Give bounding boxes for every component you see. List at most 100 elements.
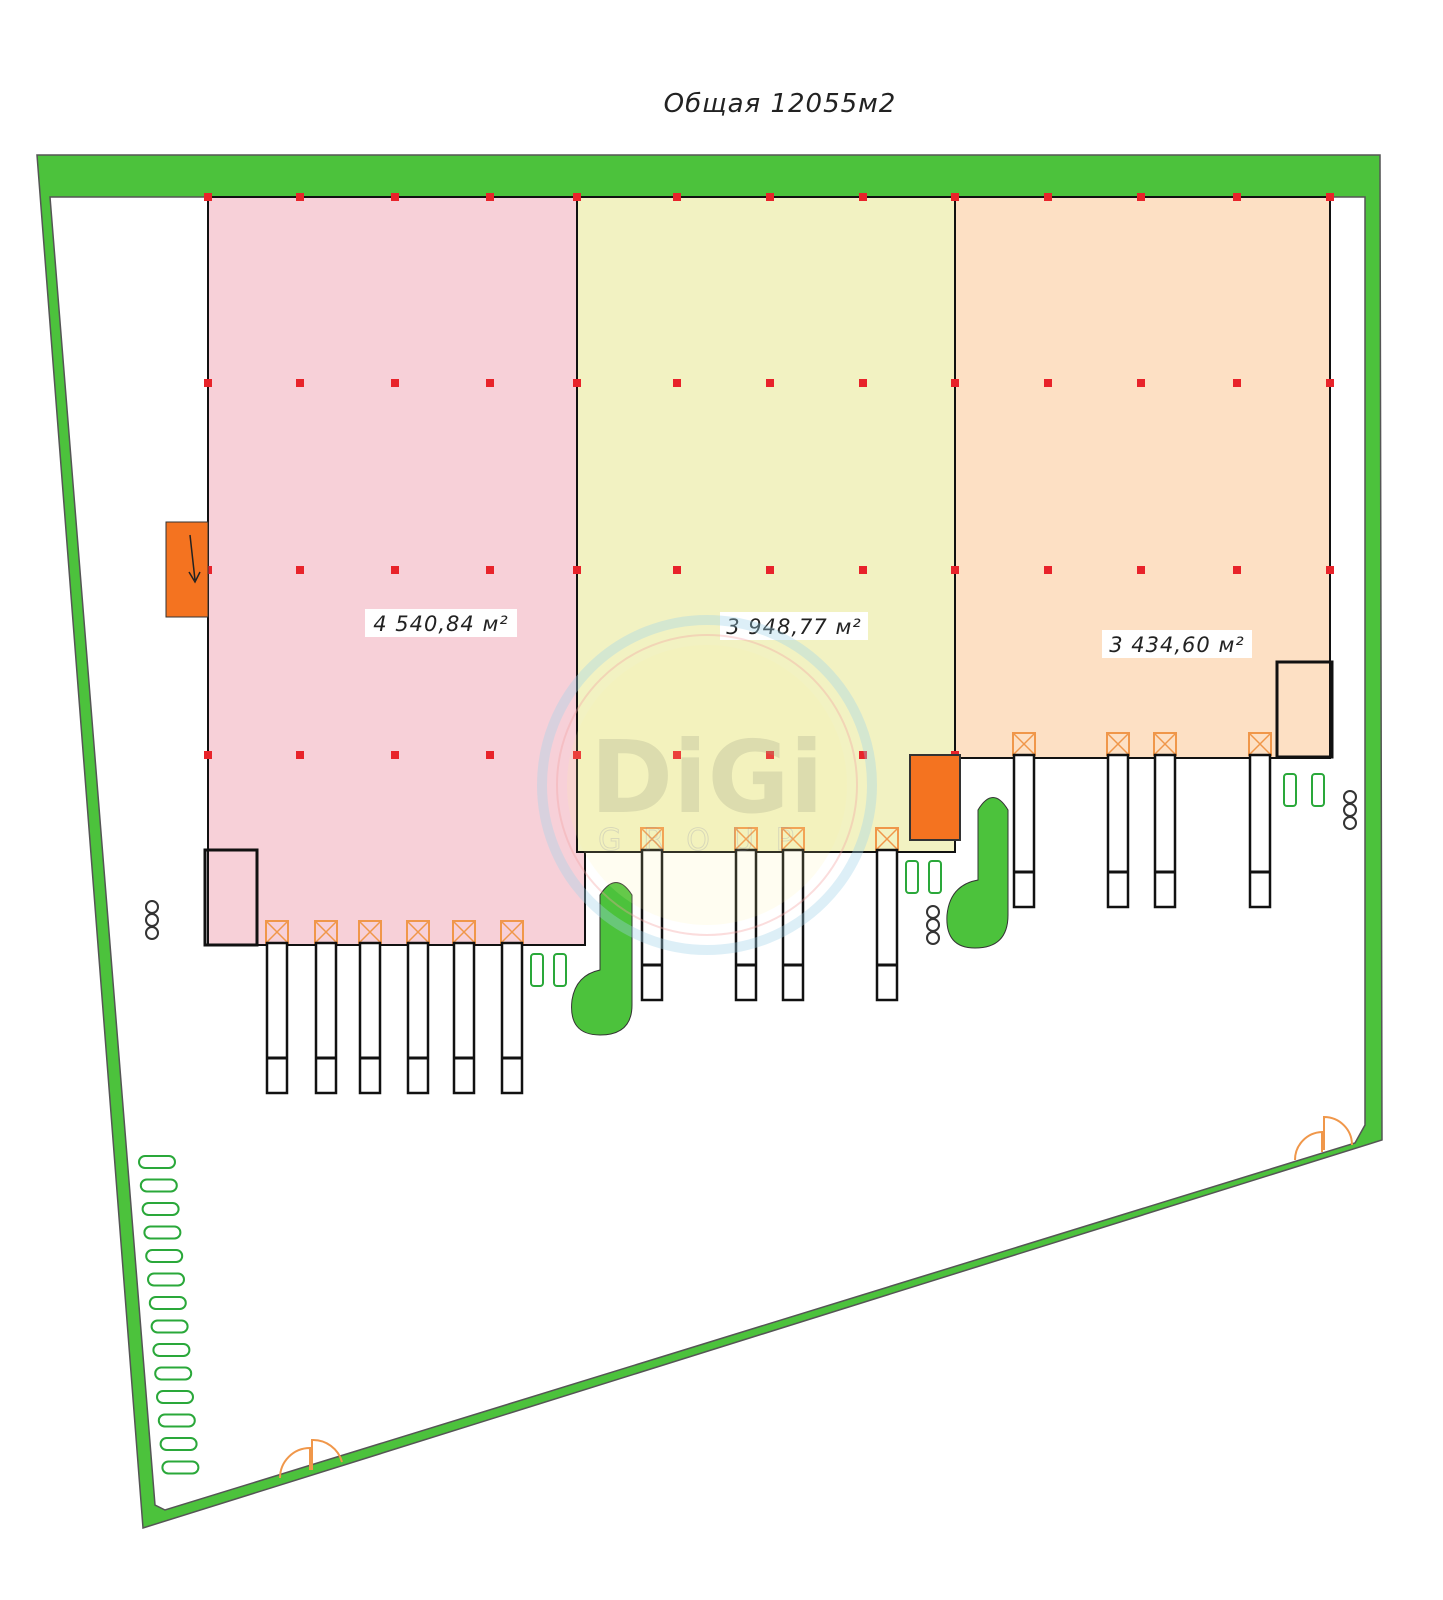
loading-dock[interactable] (1012, 732, 1036, 909)
bike-rack-icon (145, 900, 159, 914)
truck-bay (452, 941, 476, 1095)
parking-space (1311, 773, 1325, 807)
zone-1-area-label: 4 540,84 м² (373, 612, 508, 636)
parking-space (156, 1390, 194, 1404)
parking-space (139, 1178, 178, 1193)
column-marker (859, 379, 867, 387)
loading-dock[interactable] (358, 920, 382, 1095)
column-marker (673, 566, 681, 574)
truck-bay (406, 941, 430, 1095)
truck-bay (314, 941, 338, 1095)
svg-text:GROUP: GROUP (598, 823, 816, 858)
bike-rack-icon (926, 931, 940, 945)
column-marker (1326, 193, 1334, 201)
column-marker (296, 193, 304, 201)
truck-bay (1248, 753, 1272, 909)
column-marker (1233, 379, 1241, 387)
column-marker (296, 379, 304, 387)
structural-columns (204, 193, 1334, 759)
bike-rack-icon (1343, 790, 1357, 804)
loading-dock[interactable] (452, 920, 476, 1095)
loading-dock[interactable] (314, 920, 338, 1095)
parking-space (150, 1319, 189, 1334)
zone-3-area-label: 3 434,60 м² (1109, 633, 1244, 657)
truck-bay (265, 941, 289, 1095)
gate-bottom-left[interactable] (279, 1438, 343, 1479)
loading-dock[interactable] (1248, 732, 1272, 909)
truck-bay (781, 848, 805, 1002)
loading-dock[interactable] (1106, 732, 1130, 909)
column-marker (951, 566, 959, 574)
truck-bay (875, 848, 899, 1002)
column-marker (486, 193, 494, 201)
green-island-1 (571, 882, 633, 1036)
truck-bay (640, 848, 664, 1002)
column-marker (486, 566, 494, 574)
column-marker (1326, 379, 1334, 387)
column-marker (573, 566, 581, 574)
office-block-middle (909, 754, 961, 841)
parking-space (530, 953, 544, 987)
column-marker (673, 193, 681, 201)
bike-rack-icon (926, 918, 940, 932)
parking-space (159, 1437, 198, 1451)
column-marker (486, 379, 494, 387)
truck-bay (1106, 753, 1130, 909)
loading-dock[interactable] (265, 920, 289, 1095)
loading-dock[interactable] (406, 920, 430, 1095)
column-marker (1326, 566, 1334, 574)
truck-bay (734, 848, 758, 1002)
column-marker (1137, 379, 1145, 387)
bike-rack-icon (145, 913, 159, 927)
green-island-2 (946, 797, 1009, 949)
column-marker (391, 379, 399, 387)
parking-space (154, 1366, 193, 1381)
parking-spaces (138, 773, 1357, 1475)
stair-arrow-icon (188, 534, 201, 584)
parking-space (141, 1202, 180, 1216)
loading-dock[interactable] (640, 827, 664, 1002)
column-marker (1137, 193, 1145, 201)
column-marker (573, 379, 581, 387)
gate-right[interactable] (1294, 1115, 1353, 1161)
parking-space (905, 860, 919, 894)
column-marker (1137, 566, 1145, 574)
column-marker (296, 566, 304, 574)
total-area-title: Общая 12055м2 (664, 89, 897, 119)
column-marker (859, 566, 867, 574)
parking-space (161, 1460, 200, 1475)
parking-space (928, 860, 942, 894)
service-block-right (1275, 660, 1334, 759)
loading-dock[interactable] (1153, 732, 1177, 909)
loading-dock[interactable] (500, 920, 524, 1095)
loading-dock[interactable] (734, 827, 758, 1002)
zone-2-area (576, 196, 956, 853)
digi-watermark-logo: DiGi GROUP (537, 615, 877, 955)
column-marker (1044, 193, 1052, 201)
column-marker (951, 379, 959, 387)
parking-space (147, 1272, 185, 1287)
office-block-left (165, 521, 209, 618)
column-marker (204, 379, 212, 387)
column-marker (1233, 566, 1241, 574)
column-marker (766, 193, 774, 201)
column-marker (766, 751, 774, 759)
column-marker (391, 566, 399, 574)
column-marker (1044, 566, 1052, 574)
column-marker (1044, 379, 1052, 387)
zone-2-area-label: 3 948,77 м² (726, 615, 861, 639)
column-marker (573, 751, 581, 759)
truck-bay (500, 941, 524, 1095)
site-boundary-green-strip (36, 154, 1383, 1529)
column-marker (673, 751, 681, 759)
loading-dock[interactable] (875, 827, 899, 1002)
column-marker (859, 193, 867, 201)
parking-space (138, 1155, 176, 1169)
parking-space (157, 1413, 196, 1428)
truck-bay (1153, 753, 1177, 909)
parking-space (148, 1296, 187, 1310)
column-marker (391, 751, 399, 759)
parking-space (152, 1343, 191, 1357)
loading-dock[interactable] (781, 827, 805, 1002)
